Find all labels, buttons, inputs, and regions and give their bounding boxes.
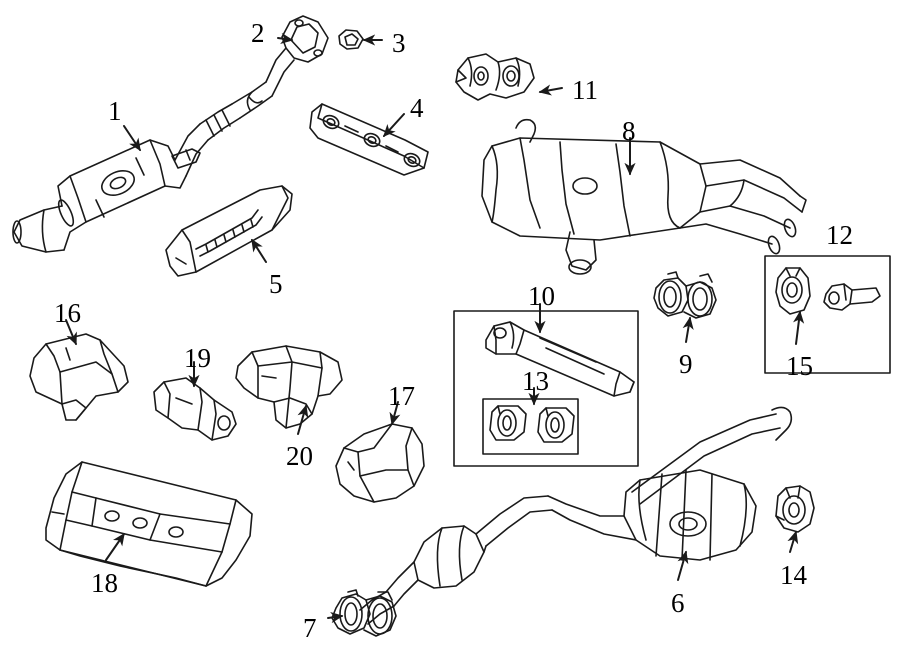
callout-10: 10 — [528, 281, 555, 311]
part-7-clamp-pair — [331, 589, 397, 637]
part-12-small-bracket — [823, 283, 881, 311]
callout-1: 1 — [108, 96, 122, 126]
part-3-nut — [338, 29, 364, 50]
part-9-clamp-pair — [653, 271, 717, 319]
leader-lines — [65, 32, 805, 624]
part-18-long-heat-shield — [45, 461, 253, 587]
part-19-bracket — [153, 377, 237, 441]
callout-16: 16 — [54, 298, 81, 328]
part-14-hanger-bracket — [775, 485, 815, 533]
part-10-bracket-rail — [485, 321, 635, 397]
box-10-13 — [453, 310, 639, 467]
callout-17: 17 — [388, 381, 415, 411]
callout-18: 18 — [91, 568, 118, 598]
part-1-catalytic-converter — [12, 47, 295, 253]
callout-3: 3 — [392, 28, 406, 58]
callout-4: 4 — [410, 93, 424, 123]
part-2-gasket — [281, 15, 329, 63]
part-20-heat-shield — [235, 345, 343, 429]
callout-8: 8 — [622, 116, 636, 146]
part-4-bracket-strip — [309, 103, 429, 176]
callout-2: 2 — [251, 18, 265, 48]
part-5-heat-shield — [165, 185, 293, 277]
callout-20: 20 — [286, 441, 313, 471]
callout-14: 14 — [780, 560, 807, 590]
part-15-bracket — [775, 267, 811, 315]
part-11-hanger-bracket — [455, 53, 535, 101]
part-17-heat-shield — [335, 423, 425, 503]
box-12 — [764, 255, 891, 374]
callout-7: 7 — [303, 613, 317, 643]
callout-9: 9 — [679, 349, 693, 379]
callout-5: 5 — [269, 269, 283, 299]
callout-15: 15 — [786, 351, 813, 381]
callout-13: 13 — [522, 366, 549, 396]
callout-6: 6 — [671, 588, 685, 618]
part-6-rear-muffler — [359, 406, 793, 625]
callout-11: 11 — [572, 75, 598, 105]
part-8-muffler-assembly — [481, 118, 807, 275]
callout-19: 19 — [184, 343, 211, 373]
callout-12: 12 — [826, 220, 853, 250]
part-16-heat-shield — [29, 333, 129, 421]
part-13-clamps — [489, 405, 575, 443]
